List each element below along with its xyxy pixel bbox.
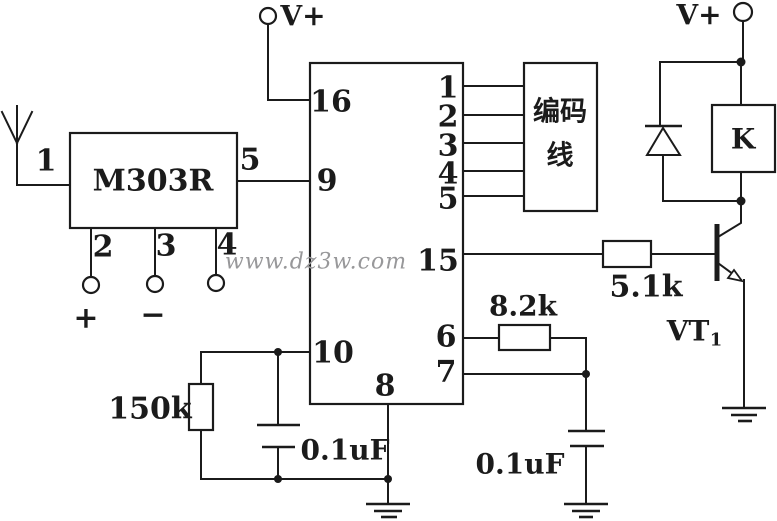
junction-pin8	[384, 475, 392, 483]
receiver-pin4-terminal	[206, 273, 226, 293]
ic-pin1-label: 1	[438, 71, 459, 106]
receiver-pin3-terminal	[145, 274, 165, 294]
ic-pin7-label: 7	[436, 355, 457, 390]
resistor-150k-body	[187, 382, 215, 432]
receiver-pin4-label: 4	[217, 228, 238, 263]
encoder-lines-box	[522, 61, 599, 213]
junction-pin7	[582, 370, 590, 378]
capacitor-c2-label: 0.1uF	[476, 448, 565, 481]
resistor-8k2-body	[497, 323, 552, 352]
node-to-diode-wire	[659, 61, 742, 127]
encoder-label-line1: 编码	[533, 96, 587, 128]
flyback-diode	[645, 124, 682, 156]
antenna-pin-label: 1	[36, 144, 57, 179]
receiver-pin2-label: 2	[93, 230, 114, 265]
diode-triangle	[645, 126, 682, 156]
junction-pin10	[274, 348, 282, 356]
wires	[0, 20, 745, 505]
ic-pin6-label: 6	[436, 320, 457, 355]
plus-polarity-label: +	[73, 301, 98, 336]
receiver-name-label: M303R	[93, 164, 215, 199]
transistor-vt1	[714, 224, 745, 283]
receiver-pin2-terminal	[81, 275, 101, 295]
emitter-arrow-icon	[726, 268, 745, 283]
junction-collector	[736, 196, 746, 206]
vplus-left-terminal	[258, 6, 278, 26]
junction-dots	[274, 57, 746, 483]
junction-bottom-rail	[274, 475, 282, 483]
vplus-right-label: V+	[675, 0, 721, 32]
decoder-ic-box	[308, 61, 465, 406]
minus-polarity-label: −	[140, 298, 165, 333]
ground-symbol-pin8	[366, 502, 410, 519]
transistor-label-subscript: 1	[710, 330, 723, 351]
receiver-pin5-label: 5	[240, 143, 261, 178]
vplus-left-label: V+	[279, 0, 325, 33]
ic-pin8-label: 8	[375, 369, 396, 404]
ground-symbol-c2	[564, 502, 608, 519]
antenna-left-arm	[0, 110, 19, 145]
receiver-pin3-label: 3	[156, 229, 177, 264]
resistor-8k2-label: 8.2k	[489, 290, 558, 323]
ic-pin3-label: 3	[438, 129, 459, 164]
ic-pin16-label: 16	[310, 85, 352, 120]
capacitor-c2	[568, 429, 605, 448]
relay-coil-box	[710, 103, 777, 174]
ic-pin2-label: 2	[438, 100, 459, 135]
resistor-5k1-body	[601, 239, 653, 269]
ic-pin10-label: 10	[312, 336, 354, 371]
resistor-5k1-label: 5.1k	[610, 270, 684, 305]
vplus-left-to-pin16-wire	[267, 23, 311, 101]
antenna-right-arm	[15, 110, 34, 145]
relay-label: K	[731, 123, 757, 156]
ic-pin15-label: 15	[417, 244, 459, 279]
encoder-label-line2: 线	[547, 141, 574, 172]
ground-symbol-emitter	[722, 406, 766, 423]
capacitor-c1-label: 0.1uF	[301, 434, 390, 467]
watermark-text: www.dz3w.com	[225, 250, 407, 275]
r8k2-to-node-wire	[549, 337, 587, 375]
resistor-150k-label: 150k	[108, 392, 193, 427]
junction-vplus-right	[736, 57, 746, 67]
capacitor-c1	[257, 423, 300, 449]
receiver-module-box	[68, 131, 239, 230]
ic-pin5-label: 5	[438, 182, 459, 217]
collector-wire	[716, 200, 742, 239]
vplus-right-terminal	[732, 1, 754, 23]
ic-pin9-label: 9	[317, 164, 338, 199]
ic-pin4-label: 4	[438, 157, 459, 192]
transistor-label: VT	[666, 315, 710, 348]
